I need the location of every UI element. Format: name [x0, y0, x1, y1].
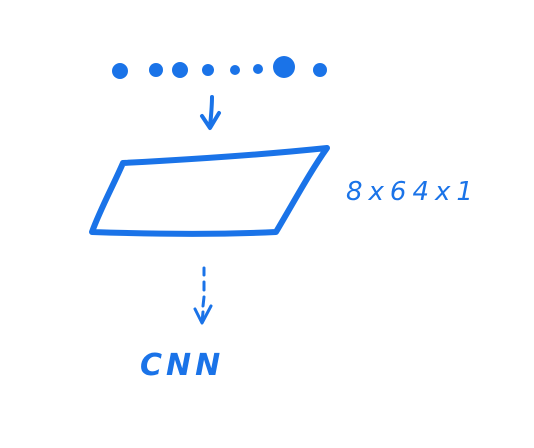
sequence-dot	[202, 64, 214, 76]
sequence-dot	[149, 63, 163, 77]
sequence-dot	[313, 63, 327, 77]
sequence-dot	[172, 62, 188, 78]
tensor-plane	[89, 145, 330, 237]
down-arrow-icon	[200, 95, 221, 130]
dashed-down-arrow-icon	[193, 266, 213, 325]
sequence-dot	[112, 63, 128, 79]
sequence-dot-large	[273, 56, 295, 78]
tensor-dimension-label: 8x64x1	[346, 177, 479, 207]
input-sequence	[112, 56, 327, 79]
cnn-label: CNN	[140, 348, 224, 383]
sequence-dot	[253, 64, 263, 74]
sequence-dot	[230, 65, 240, 75]
